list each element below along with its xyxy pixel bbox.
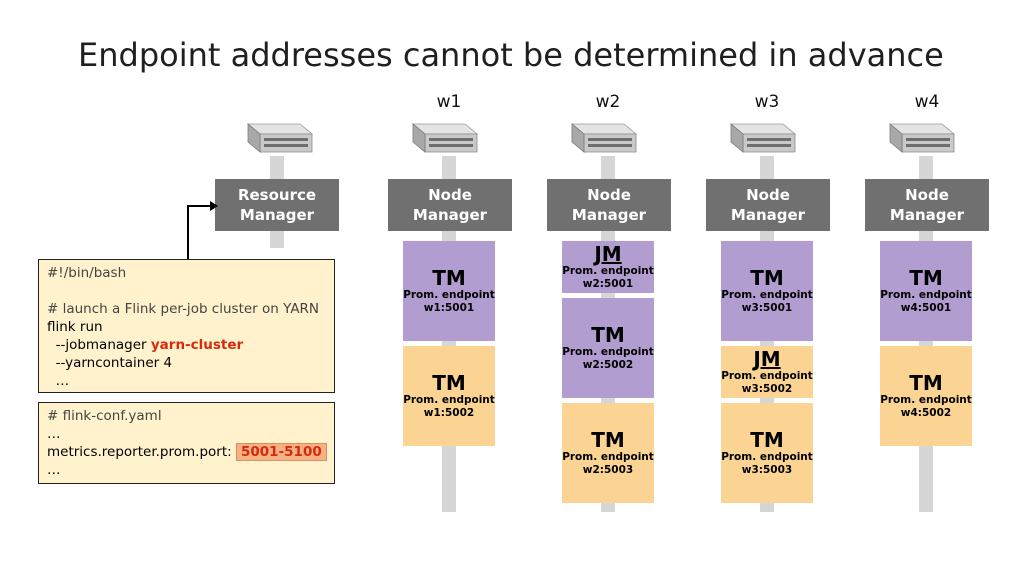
box-sub2: w4:5001 — [900, 302, 952, 314]
worker-label-w2: w2 — [595, 92, 621, 112]
task-manager-box: TM Prom. endpoint w3:5003 — [721, 403, 813, 503]
task-manager-box: TM Prom. endpoint w4:5002 — [880, 346, 972, 446]
box-sub1: Prom. endpoint — [880, 394, 972, 406]
server-icon — [411, 123, 479, 153]
box-role: TM — [909, 371, 943, 395]
box-sub1: Prom. endpoint — [721, 370, 813, 382]
box-role: TM — [591, 323, 625, 347]
worker-label-w4: w4 — [914, 92, 940, 112]
script-command: flink run — [47, 319, 103, 335]
box-sub1: Prom. endpoint — [880, 289, 972, 301]
box-sub1: Prom. endpoint — [562, 346, 654, 358]
node-manager-w2: Node Manager — [547, 179, 671, 231]
box-role: TM — [432, 266, 466, 290]
script-shebang: #!/bin/bash — [47, 265, 127, 281]
task-manager-box: TM Prom. endpoint w2:5003 — [562, 403, 654, 503]
task-manager-box: TM Prom. endpoint w1:5002 — [403, 346, 495, 446]
box-role: TM — [750, 266, 784, 290]
box-sub2: w4:5002 — [900, 407, 952, 419]
box-sub1: Prom. endpoint — [562, 265, 654, 277]
arrow-icon — [187, 201, 218, 260]
box-sub2: w3:5003 — [741, 464, 793, 476]
node-manager-line1: Node — [428, 186, 472, 204]
box-role: JM — [753, 347, 781, 371]
box-sub1: Prom. endpoint — [403, 289, 495, 301]
worker-label-w3: w3 — [754, 92, 780, 112]
node-manager-line1: Node — [587, 186, 631, 204]
node-manager-w3: Node Manager — [706, 179, 830, 231]
box-role: TM — [591, 428, 625, 452]
script-option-value: yarn-cluster — [150, 337, 244, 353]
conf-ellipsis1: … — [47, 426, 61, 442]
conf-comment: # flink-conf.yaml — [47, 408, 162, 424]
box-sub2: w3:5001 — [741, 302, 793, 314]
worker-label-w1: w1 — [436, 92, 462, 112]
script-option-prefix: --jobmanager — [47, 337, 151, 353]
task-manager-box: TM Prom. endpoint w2:5002 — [562, 298, 654, 398]
node-manager-line1: Node — [746, 186, 790, 204]
box-role: TM — [750, 428, 784, 452]
task-manager-box: TM Prom. endpoint w1:5001 — [403, 241, 495, 341]
box-sub1: Prom. endpoint — [721, 451, 813, 463]
conf-port-range: 5001-5100 — [235, 443, 327, 461]
box-sub2: w2:5002 — [582, 359, 634, 371]
box-sub2: w3:5002 — [741, 383, 793, 395]
flink-conf-box: # flink-conf.yaml … metrics.reporter.pro… — [38, 402, 335, 484]
server-icon — [246, 123, 314, 153]
box-sub2: w2:5003 — [582, 464, 634, 476]
resource-manager: Resource Manager — [215, 179, 339, 231]
task-manager-box: TM Prom. endpoint w3:5001 — [721, 241, 813, 341]
box-role: TM — [432, 371, 466, 395]
node-manager-line2: Manager — [889, 206, 965, 224]
node-manager-line1: Node — [905, 186, 949, 204]
server-icon — [729, 123, 797, 153]
task-manager-box: TM Prom. endpoint w4:5001 — [880, 241, 972, 341]
resource-manager-line1: Resource — [237, 186, 317, 204]
node-manager-w1: Node Manager — [388, 179, 512, 231]
conf-ellipsis2: … — [47, 462, 61, 478]
node-manager-line2: Manager — [571, 206, 647, 224]
box-role: TM — [909, 266, 943, 290]
node-manager-line2: Manager — [730, 206, 806, 224]
job-manager-box: JM Prom. endpoint w3:5002 — [721, 346, 813, 398]
node-manager-w4: Node Manager — [865, 179, 989, 231]
box-sub2: w2:5001 — [582, 278, 634, 290]
node-manager-line2: Manager — [412, 206, 488, 224]
box-role: JM — [594, 242, 622, 266]
box-sub1: Prom. endpoint — [562, 451, 654, 463]
script-option2: --yarncontainer 4 — [47, 355, 173, 371]
launch-script-box: #!/bin/bash # launch a Flink per-job clu… — [38, 259, 335, 393]
box-sub1: Prom. endpoint — [403, 394, 495, 406]
box-sub2: w1:5002 — [423, 407, 475, 419]
server-icon — [888, 123, 956, 153]
script-comment: # launch a Flink per-job cluster on YARN — [47, 301, 320, 317]
page-title: Endpoint addresses cannot be determined … — [78, 36, 944, 74]
conf-key: metrics.reporter.prom.port: — [47, 444, 236, 460]
box-sub1: Prom. endpoint — [721, 289, 813, 301]
box-sub2: w1:5001 — [423, 302, 475, 314]
resource-manager-line2: Manager — [239, 206, 315, 224]
job-manager-box: JM Prom. endpoint w2:5001 — [562, 241, 654, 293]
script-ellipsis: … — [47, 373, 70, 389]
server-icon — [570, 123, 638, 153]
